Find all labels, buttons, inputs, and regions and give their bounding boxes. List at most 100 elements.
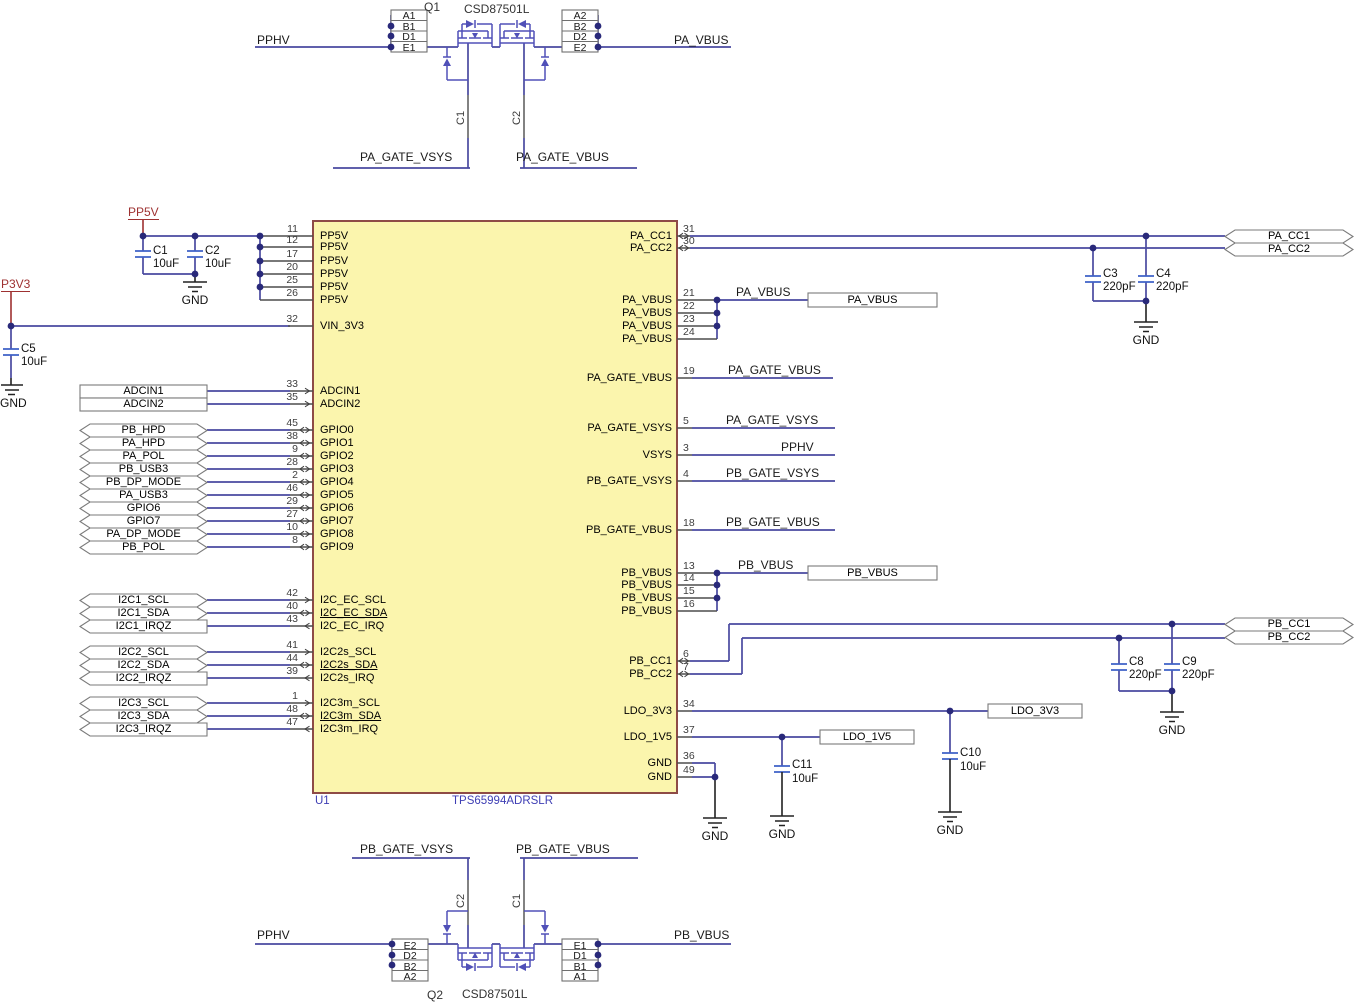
- u1-pin-gpio3: GPIO3: [320, 463, 354, 475]
- flag-i2c3-sda[interactable]: I2C3_SDA: [117, 710, 170, 722]
- u1-pin-pa-cc2: PA_CC2: [630, 242, 672, 254]
- flag-i2c2-scl[interactable]: I2C2_SCL: [118, 646, 169, 658]
- flag-pa-cc2[interactable]: PA_CC2: [1268, 243, 1310, 255]
- flag-i2c1-sda[interactable]: I2C1_SDA: [117, 607, 170, 619]
- u1-pin-pp5v-2: PP5V: [320, 241, 349, 253]
- gnd-c5: GND: [0, 396, 27, 410]
- flag-pb-cc2[interactable]: PB_CC2: [1267, 631, 1311, 643]
- u1-pin-gpio8: GPIO8: [320, 528, 354, 540]
- q1-fet-symbols[interactable]: [443, 20, 549, 81]
- q1-part[interactable]: CSD87501L: [464, 2, 530, 16]
- u1-pin-i2c3m-irq: I2C3m_IRQ: [320, 723, 379, 735]
- pwr-p3v3[interactable]: P3V3: [1, 277, 31, 292]
- net-pphv-q2[interactable]: PPHV: [257, 928, 290, 942]
- u1-pin-pb-vbus-3: PB_VBUS: [621, 592, 672, 604]
- flag-pa-cc1[interactable]: PA_CC1: [1268, 230, 1310, 242]
- net-pa-gate-vsys[interactable]: PA_GATE_VSYS: [726, 413, 819, 427]
- net-pa-vbus-q1[interactable]: PA_VBUS: [674, 33, 729, 47]
- q1-pin-e2: E2: [573, 42, 587, 54]
- net-pa-vbus[interactable]: PA_VBUS: [736, 285, 791, 299]
- net-pb-gate-vbus-q2[interactable]: PB_GATE_VBUS: [516, 842, 610, 856]
- gnd-c11: GND: [768, 827, 796, 841]
- fet-pin-boxes[interactable]: [390, 9, 599, 982]
- c4-ref[interactable]: C4: [1156, 268, 1171, 280]
- c10-ref[interactable]: C10: [960, 747, 982, 759]
- flag-gpio6[interactable]: GPIO6: [126, 502, 161, 514]
- net-pb-gate-vsys-q2[interactable]: PB_GATE_VSYS: [360, 842, 454, 856]
- fl ag-i2c2-sda[interactable]: I2C2_SDA: [117, 659, 170, 671]
- flag-pb-usb3[interactable]: PB_USB3: [118, 463, 169, 475]
- c2-ref[interactable]: C2: [205, 245, 220, 257]
- net-pphv-vsys[interactable]: PPHV: [781, 440, 814, 454]
- net-flags[interactable]: [78, 229, 1354, 745]
- flag-adcin1[interactable]: ADCIN1: [123, 385, 164, 397]
- flag-pa-hpd[interactable]: PA_HPD: [121, 437, 166, 449]
- net-pa-gate-vbus[interactable]: PA_GATE_VBUS: [728, 363, 821, 377]
- u1-pin-pb-gate-vbus: PB_GATE_VBUS: [586, 524, 672, 536]
- u1-refdes[interactable]: U1: [315, 795, 330, 807]
- chip-u1-body[interactable]: [312, 220, 678, 794]
- q2-fet-symbols[interactable]: [443, 910, 549, 971]
- flag-i2c2-irqz[interactable]: I2C2_IRQZ: [115, 672, 172, 684]
- capacitor-plates[interactable]: [3, 250, 1180, 773]
- u1-pin-adcin2: ADCIN2: [320, 398, 361, 410]
- u1-pin-pa-gate-vsys: PA_GATE_VSYS: [587, 422, 672, 434]
- flag-pb-pol[interactable]: PB_POL: [122, 541, 165, 553]
- c1-ref[interactable]: C1: [153, 245, 168, 257]
- net-pb-gate-vsys[interactable]: PB_GATE_VSYS: [726, 466, 820, 480]
- q2-gatepin-c2: C2: [455, 893, 467, 908]
- u1-pin-pp5v-3: PP5V: [320, 255, 349, 267]
- c3-ref[interactable]: C3: [1103, 268, 1118, 280]
- flag-i2c1-scl[interactable]: I2C1_SCL: [118, 594, 169, 606]
- port-ldo-3v3[interactable]: LDO_3V3: [1010, 705, 1060, 717]
- u1-pin-pa-vbus-4: PA_VBUS: [622, 333, 672, 345]
- pinnum-7: 7: [683, 661, 689, 673]
- pinnum-2: 2: [292, 469, 298, 481]
- pinnum-29: 29: [286, 495, 298, 507]
- pinnum-40: 40: [286, 600, 298, 612]
- port-pa-vbus[interactable]: PA_VBUS: [847, 294, 898, 306]
- net-pa-gate-vsys-q1[interactable]: PA_GATE_VSYS: [360, 150, 453, 164]
- q2-refdes[interactable]: Q2: [427, 988, 444, 1002]
- port-pb-vbus[interactable]: PB_VBUS: [847, 567, 898, 579]
- q2-part[interactable]: CSD87501L: [462, 987, 528, 1001]
- pwr-pp5v[interactable]: PP5V: [128, 205, 159, 220]
- pinnum-45: 45: [286, 417, 298, 429]
- c4-val: 220pF: [1156, 281, 1189, 293]
- flag-pa-pol[interactable]: PA_POL: [122, 450, 165, 462]
- port-ldo-1v5[interactable]: LDO_1V5: [842, 731, 892, 743]
- flag-pb-cc1[interactable]: PB_CC1: [1267, 618, 1311, 630]
- flag-i2c1-irqz[interactable]: I2C1_IRQZ: [115, 620, 172, 632]
- pinnum-19: 19: [683, 365, 695, 377]
- pinnum-11: 11: [287, 223, 298, 235]
- flag-gpio7[interactable]: GPIO7: [126, 515, 161, 527]
- flag-pb-dp-mode[interactable]: PB_DP_MODE: [105, 476, 182, 488]
- flag-i2c3-irqz[interactable]: I2C3_IRQZ: [115, 723, 172, 735]
- c9-ref[interactable]: C9: [1182, 656, 1197, 668]
- flag-pa-usb3[interactable]: PA_USB3: [119, 489, 168, 501]
- c5-ref[interactable]: C5: [21, 343, 36, 355]
- c11-ref[interactable]: C11: [792, 759, 813, 771]
- pinnum-6: 6: [683, 648, 689, 660]
- pinnum-41: 41: [286, 639, 298, 651]
- flag-i2c3-scl[interactable]: I2C3_SCL: [118, 697, 169, 709]
- net-pb-gate-vbus[interactable]: PB_GATE_VBUS: [726, 515, 820, 529]
- net-pb-vbus-q2[interactable]: PB_VBUS: [674, 928, 730, 942]
- c8-ref[interactable]: C8: [1129, 656, 1144, 668]
- u1-pin-i2c2s-sda: I2C2s_SDA: [320, 659, 378, 671]
- u1-pin-gnd-1: GND: [647, 757, 672, 769]
- net-pphv-q1[interactable]: PPHV: [257, 33, 290, 47]
- flag-pb-hpd[interactable]: PB_HPD: [121, 424, 166, 436]
- net-pb-vbus[interactable]: PB_VBUS: [738, 558, 794, 572]
- pinnum-38: 38: [286, 430, 298, 442]
- u1-part[interactable]: TPS65994ADRSLR: [452, 795, 553, 807]
- flag-pa-dp-mode[interactable]: PA_DP_MODE: [106, 528, 181, 540]
- u1-pin-ldo-1v5: LDO_1V5: [623, 731, 672, 743]
- u1-pin-gpio5: GPIO5: [320, 489, 354, 501]
- net-pa-gate-vbus-q1[interactable]: PA_GATE_VBUS: [516, 150, 609, 164]
- q1-refdes[interactable]: Q1: [424, 0, 441, 14]
- flag-adcin2[interactable]: ADCIN2: [123, 398, 164, 410]
- pinnum-1: 1: [292, 690, 298, 702]
